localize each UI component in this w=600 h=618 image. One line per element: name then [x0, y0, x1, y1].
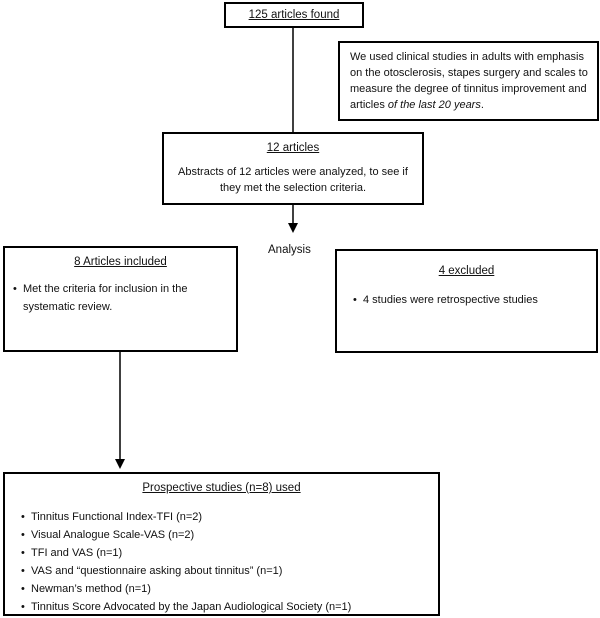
prospective-item: VAS and “questionnaire asking about tinn… — [21, 562, 428, 580]
articles-found-title: 125 articles found — [248, 9, 340, 21]
excluded-articles-box: 4 excluded 4 studies were retrospective … — [335, 249, 598, 353]
included-articles-box: 8 Articles included Met the criteria for… — [3, 246, 238, 352]
excluded-articles-title: 4 excluded — [438, 265, 495, 277]
screened-articles-title: 12 articles — [266, 142, 320, 154]
included-item: Met the criteria for inclusion in the sy… — [13, 280, 228, 316]
analysis-label: Analysis — [268, 244, 311, 256]
screened-articles-box: 12 articles Abstracts of 12 articles wer… — [162, 132, 424, 205]
prospective-studies-box: Prospective studies (n=8) used Tinnitus … — [3, 472, 440, 616]
prospective-item: Visual Analogue Scale-VAS (n=2) — [21, 526, 428, 544]
screened-articles-body: Abstracts of 12 articles were analyzed, … — [178, 166, 408, 194]
prospective-studies-title: Prospective studies (n=8) used — [142, 482, 301, 494]
excluded-item: 4 studies were retrospective studies — [353, 291, 586, 309]
prospective-item: Tinnitus Functional Index-TFI (n=2) — [21, 508, 428, 526]
search-criteria-note: We used clinical studies in adults with … — [338, 41, 599, 121]
search-criteria-text: We used clinical studies in adults with … — [350, 49, 591, 113]
prospective-item: Newman’s method (n=1) — [21, 580, 428, 598]
included-articles-list: Met the criteria for inclusion in the sy… — [13, 280, 228, 316]
prospective-studies-list: Tinnitus Functional Index-TFI (n=2) Visu… — [15, 508, 428, 616]
search-criteria-italic: of the last 20 years — [387, 99, 481, 111]
articles-found-box: 125 articles found — [224, 2, 364, 28]
included-articles-title: 8 Articles included — [74, 256, 167, 268]
excluded-articles-list: 4 studies were retrospective studies — [347, 291, 586, 309]
search-criteria-plain: We used clinical studies in adults with … — [350, 51, 588, 111]
prospective-item: Tinnitus Score Advocated by the Japan Au… — [21, 598, 428, 616]
prospective-item: TFI and VAS (n=1) — [21, 544, 428, 562]
search-criteria-end: . — [480, 99, 484, 111]
